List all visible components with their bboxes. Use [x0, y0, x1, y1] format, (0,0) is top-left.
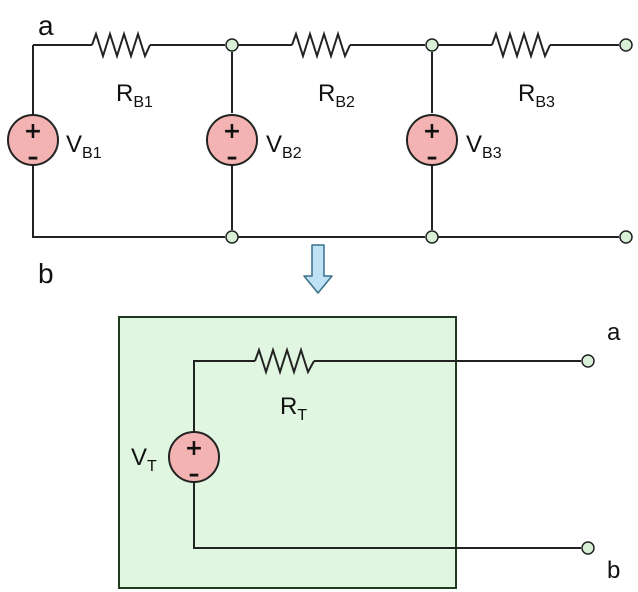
rb2-label: RB2 — [318, 80, 355, 111]
resistor-rt — [254, 346, 315, 376]
wire-left-lower — [32, 163, 225, 238]
vb3-label: VB3 — [466, 131, 502, 162]
rt-label: RT — [280, 393, 307, 424]
node-terminal-b — [581, 541, 595, 555]
source-vb2 — [206, 114, 258, 166]
node-top-end — [619, 38, 633, 52]
node-top-3 — [425, 38, 439, 52]
wire-thevenin-upper — [193, 360, 255, 432]
thevenin-terminal-b-label: b — [607, 557, 620, 584]
vb1-label: VB1 — [66, 131, 102, 162]
source-vb1 — [7, 114, 59, 166]
down-arrow-icon — [303, 244, 333, 294]
vt-minus: – — [189, 462, 200, 487]
node-top-2 — [225, 38, 239, 52]
vt-label: VT — [131, 444, 157, 475]
vt-plus: + — [185, 436, 203, 461]
rb3-label: RB3 — [518, 80, 555, 111]
thevenin-terminal-a-label: a — [607, 319, 621, 346]
node-bottom-end — [619, 230, 633, 244]
vb1-plus: + — [24, 119, 42, 144]
vb3-plus: + — [423, 119, 441, 144]
vb1-minus: – — [28, 145, 39, 170]
node-bottom-2 — [225, 230, 239, 244]
source-vb3 — [406, 114, 458, 166]
rb1-label: RB1 — [116, 80, 153, 111]
terminal-a-label: a — [38, 10, 54, 41]
node-terminal-a — [581, 354, 595, 368]
vb2-plus: + — [223, 119, 241, 144]
vb2-label: VB2 — [266, 131, 302, 162]
node-bottom-3 — [425, 230, 439, 244]
vb2-minus: – — [227, 145, 238, 170]
resistor-rb3 — [491, 30, 551, 60]
vb3-minus: – — [427, 145, 438, 170]
source-vt — [168, 431, 220, 483]
terminal-b-label: b — [38, 258, 54, 289]
resistor-rb2 — [291, 30, 351, 60]
resistor-rb1 — [91, 30, 151, 60]
wire-to-terminal-b — [193, 482, 581, 549]
